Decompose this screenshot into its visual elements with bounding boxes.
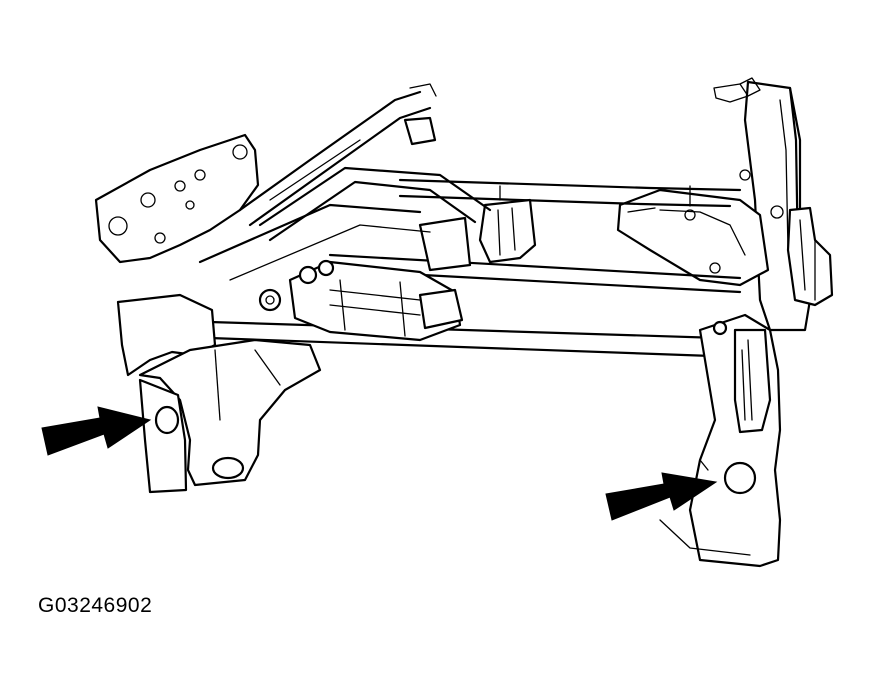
right-rear-mounting-hole [723,461,757,495]
right-motor-block [786,206,834,307]
left-diagonal-rails [198,166,492,281]
arrow-right-icon [605,472,718,521]
left-upper-bracket [94,83,437,264]
left-lower-track [116,293,322,494]
left-rear-mounting-hole [154,405,180,435]
figure-id-label: G03246902 [38,594,153,617]
right-front-bracket [616,188,770,287]
left-rear-mounting-hole-arrow [41,406,152,456]
center-motor-assembly [258,259,464,342]
arrow-right-icon [41,406,152,456]
right-rear-mounting-hole-arrow [605,472,718,521]
cross-rails [208,178,742,358]
center-bracket [418,198,537,272]
right-lower-track [659,313,782,568]
